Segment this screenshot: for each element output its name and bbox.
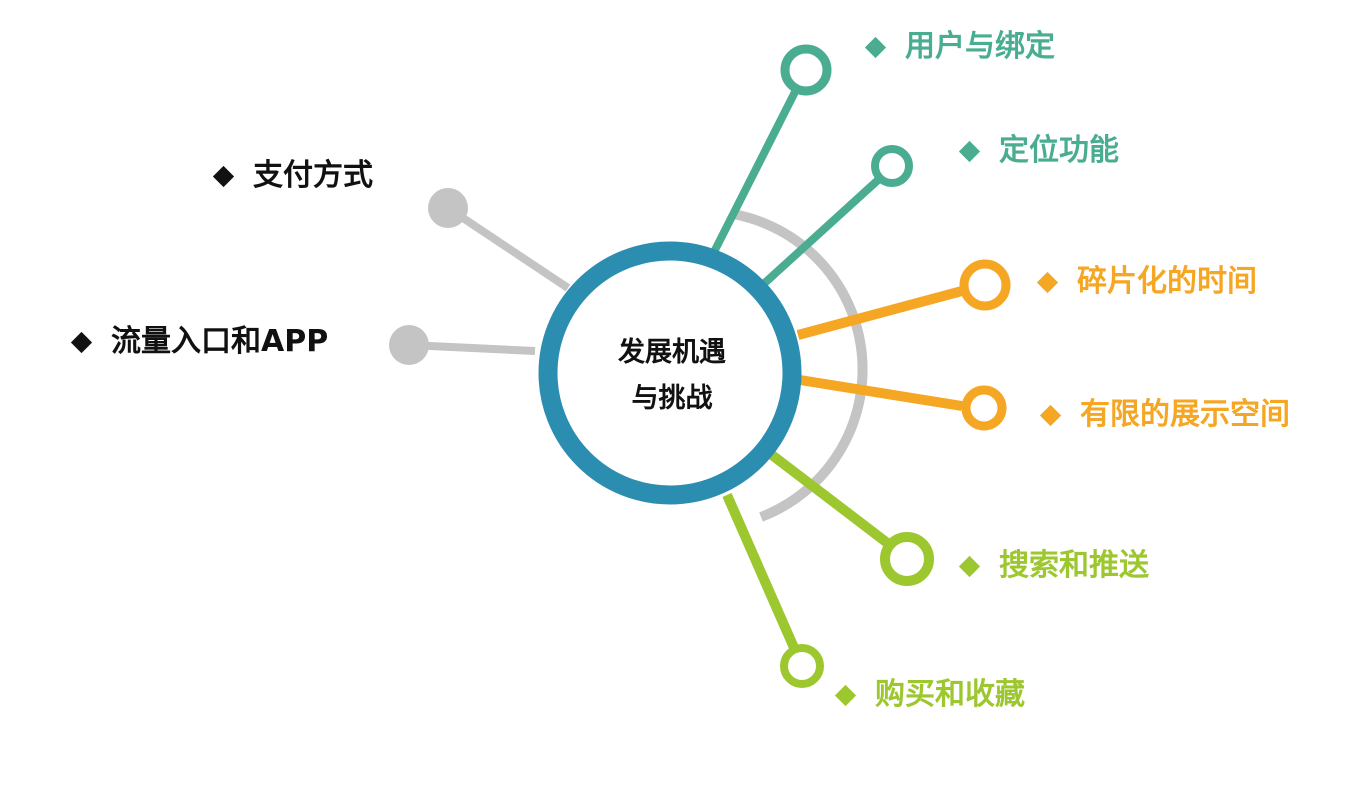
connector-pay [445,204,571,292]
node-location [871,145,913,187]
connector-location [754,177,881,293]
node-pay [428,188,468,228]
center-title-line2: 与挑战 [631,383,713,414]
diamond-icon [212,165,235,187]
label-user: 用户与绑定 [864,29,1055,65]
label-search-text: 搜索和推送 [999,548,1149,583]
center-title-line1: 发展机遇 [618,337,726,368]
diamond-icon [1039,404,1062,426]
label-display-text: 有限的展示空间 [1080,397,1290,432]
node-fragment [959,259,1011,311]
diamond-icon [864,36,887,58]
center-title: 发展机遇 与挑战 [560,330,784,422]
label-location-text: 定位功能 [999,133,1119,168]
label-buy: 购买和收藏 [834,677,1025,713]
label-fragment: 碎片化的时间 [1036,264,1257,300]
node-buy [780,644,824,688]
connector-display [799,375,963,411]
connector-traffic [408,341,536,355]
diamond-icon [958,555,981,577]
diamond-icon [834,684,857,706]
node-search [880,532,934,586]
diamond-icon [958,140,981,162]
label-traffic: 流量入口和APP [70,324,328,360]
label-display: 有限的展示空间 [1039,397,1290,433]
label-fragment-text: 碎片化的时间 [1077,264,1257,299]
label-traffic-text: 流量入口和APP [111,324,329,359]
center-ring [538,241,802,505]
diamond-icon [70,331,93,353]
label-pay-text: 支付方式 [253,158,373,193]
connector-search [764,448,894,549]
node-user [780,44,832,96]
label-location: 定位功能 [958,133,1119,169]
label-pay: 支付方式 [212,158,373,194]
connector-buy [722,492,800,653]
label-search: 搜索和推送 [958,548,1149,584]
diamond-icon [1036,271,1059,293]
label-buy-text: 购买和收藏 [875,677,1025,712]
node-display [961,385,1007,431]
connector-user [711,86,801,252]
connector-fragment [796,286,964,340]
node-traffic [389,325,429,365]
label-user-text: 用户与绑定 [905,29,1055,64]
